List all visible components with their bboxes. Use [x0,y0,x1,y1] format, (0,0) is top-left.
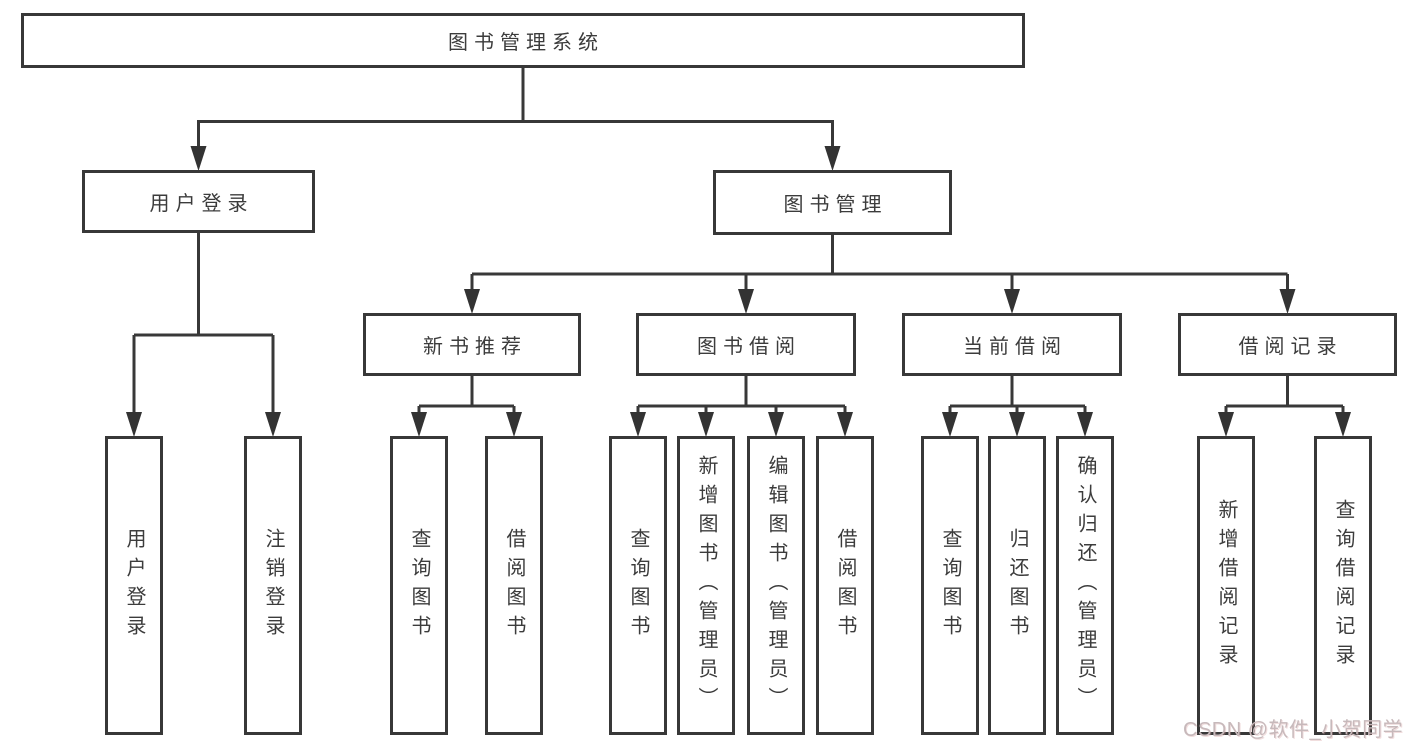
node-label: 归还图书 [1006,527,1028,644]
node-new-book-recommend: 新书推荐 [363,313,581,376]
node-label: 用户登录 [149,193,254,215]
node-edit-books-admin: 编辑图书（管理员） [747,436,805,735]
node-borrow-books-recommend: 借阅图书 [485,436,543,735]
node-borrow-books-borrowing: 借阅图书 [816,436,874,735]
node-label: 图书管理 [783,194,888,216]
node-user-login-leaf: 用户登录 [105,436,163,735]
node-label: 新书推荐 [423,336,527,358]
node-query-books-borrowing: 查询图书 [609,436,667,735]
node-book-management: 图书管理 [713,170,952,235]
node-borrowing-records: 借阅记录 [1178,313,1397,376]
node-label: 借阅记录 [1238,336,1343,358]
node-book-borrowing: 图书借阅 [636,313,856,376]
node-query-borrow-record: 查询借阅记录 [1314,436,1372,735]
node-logout: 注销登录 [244,436,302,735]
node-label: 查询图书 [627,527,649,644]
watermark: CSDN @软件_小贺同学 [1183,719,1404,741]
node-label: 查询图书 [408,527,430,644]
node-label: 借阅图书 [834,527,856,644]
node-label: 用户登录 [123,527,145,644]
node-label: 新增图书（管理员） [695,455,717,716]
node-confirm-return-admin: 确认归还（管理员） [1056,436,1114,735]
node-label: 确认归还（管理员） [1074,455,1096,716]
node-add-books-admin: 新增图书（管理员） [677,436,735,735]
node-label: 新增借阅记录 [1215,498,1237,673]
node-label: 注销登录 [262,527,284,644]
node-label: 借阅图书 [503,527,525,644]
node-label: 查询借阅记录 [1332,498,1354,673]
node-label: 编辑图书（管理员） [765,455,787,716]
node-book-management-system: 图书管理系统 [21,13,1025,68]
node-label: 图书管理系统 [448,32,604,54]
node-user-login: 用户登录 [82,170,315,233]
node-query-books-current: 查询图书 [921,436,979,735]
node-label: 当前借阅 [963,336,1067,358]
node-current-borrowing: 当前借阅 [902,313,1122,376]
node-label: 查询图书 [939,527,961,644]
node-query-books-recommend: 查询图书 [390,436,448,735]
node-add-borrow-record: 新增借阅记录 [1197,436,1255,735]
node-return-books: 归还图书 [988,436,1046,735]
node-label: 图书借阅 [697,336,801,358]
